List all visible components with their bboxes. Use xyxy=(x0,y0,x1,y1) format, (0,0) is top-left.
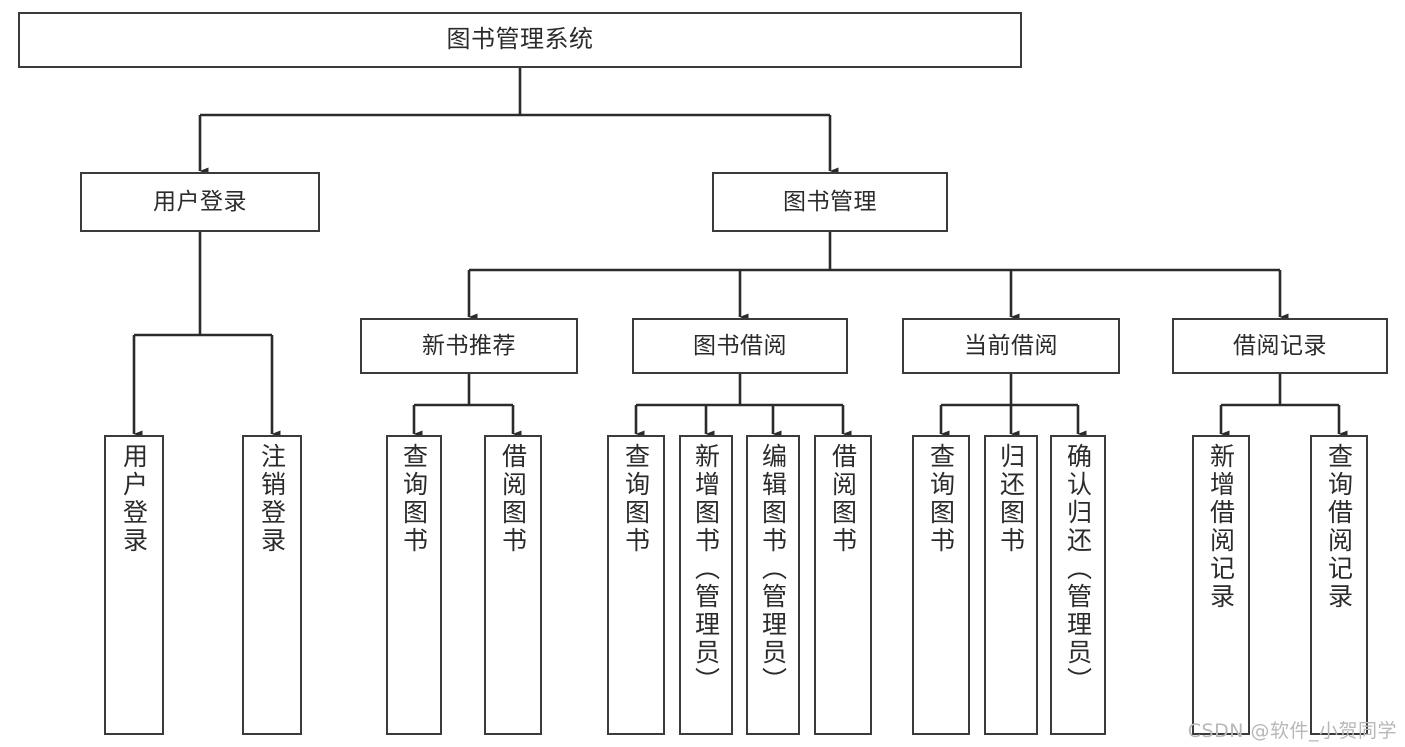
leaf-borrow-book-1-label: 借阅图书 xyxy=(498,443,528,555)
node-book-borrow[interactable]: 图书借阅 xyxy=(632,318,848,374)
leaf-add-book-label: 新增图书（管理员） xyxy=(691,443,721,695)
leaf-user-login[interactable]: 用户登录 xyxy=(104,435,164,735)
leaf-query-borrow-record-label: 查询借阅记录 xyxy=(1324,443,1354,611)
node-book-manage[interactable]: 图书管理 xyxy=(712,172,948,232)
node-book-manage-label: 图书管理 xyxy=(783,188,877,215)
node-user-login[interactable]: 用户登录 xyxy=(80,172,320,232)
leaf-logout[interactable]: 注销登录 xyxy=(242,435,302,735)
leaf-add-borrow-record-label: 新增借阅记录 xyxy=(1206,443,1236,611)
leaf-user-login-label: 用户登录 xyxy=(119,443,149,555)
leaf-edit-book-label: 编辑图书（管理员） xyxy=(758,443,788,695)
node-current-borrow-label: 当前借阅 xyxy=(964,332,1058,359)
leaf-add-borrow-record[interactable]: 新增借阅记录 xyxy=(1192,435,1250,735)
node-book-borrow-label: 图书借阅 xyxy=(693,332,787,359)
leaf-return-book-label: 归还图书 xyxy=(996,443,1026,555)
leaf-query-book-2[interactable]: 查询图书 xyxy=(607,435,665,735)
node-root[interactable]: 图书管理系统 xyxy=(18,12,1022,68)
node-borrow-record[interactable]: 借阅记录 xyxy=(1172,318,1388,374)
node-new-book-recommend[interactable]: 新书推荐 xyxy=(360,318,578,374)
leaf-return-book[interactable]: 归还图书 xyxy=(984,435,1038,735)
leaf-query-book-1-label: 查询图书 xyxy=(399,443,429,555)
leaf-borrow-book-2-label: 借阅图书 xyxy=(828,443,858,555)
leaf-logout-label: 注销登录 xyxy=(257,443,287,555)
leaf-query-book-3-label: 查询图书 xyxy=(926,443,956,555)
leaf-query-book-3[interactable]: 查询图书 xyxy=(912,435,970,735)
leaf-borrow-book-2[interactable]: 借阅图书 xyxy=(814,435,872,735)
leaf-query-borrow-record[interactable]: 查询借阅记录 xyxy=(1310,435,1368,735)
leaf-edit-book[interactable]: 编辑图书（管理员） xyxy=(746,435,800,735)
leaf-borrow-book-1[interactable]: 借阅图书 xyxy=(484,435,542,735)
node-current-borrow[interactable]: 当前借阅 xyxy=(902,318,1120,374)
node-new-book-recommend-label: 新书推荐 xyxy=(422,332,516,359)
watermark: CSDN @软件_小贺同学 xyxy=(1187,720,1397,742)
leaf-confirm-return[interactable]: 确认归还（管理员） xyxy=(1050,435,1106,735)
node-borrow-record-label: 借阅记录 xyxy=(1233,332,1327,359)
leaf-query-book-1[interactable]: 查询图书 xyxy=(386,435,442,735)
leaf-query-book-2-label: 查询图书 xyxy=(621,443,651,555)
leaf-add-book[interactable]: 新增图书（管理员） xyxy=(679,435,733,735)
leaf-confirm-return-label: 确认归还（管理员） xyxy=(1063,443,1093,695)
node-root-label: 图书管理系统 xyxy=(446,25,594,54)
node-user-login-label: 用户登录 xyxy=(153,188,247,215)
